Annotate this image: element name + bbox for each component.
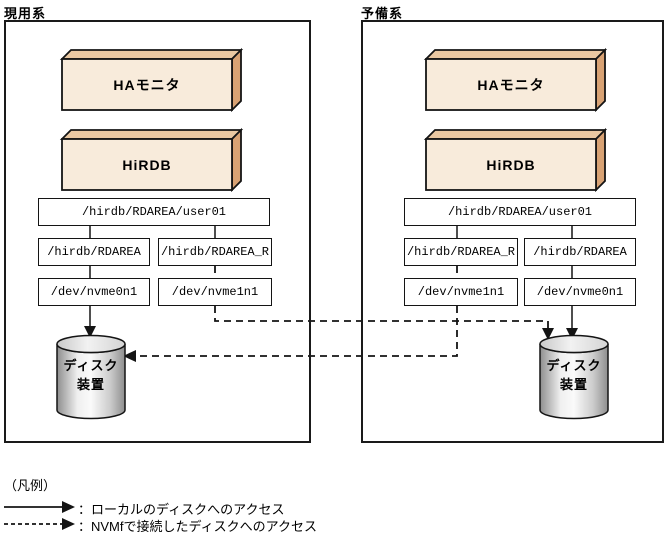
device-box-standby-remote: /dev/nvme1n1 [404,278,518,306]
arrow-nvmf-into-standby-disk [542,328,554,340]
nvmf-path-active-to-standby-disk [214,306,549,329]
solid-connectors-active [84,226,216,338]
disk-label-standby-line2: 装置 [559,377,588,392]
device-box-active-local: /dev/nvme0n1 [38,278,150,306]
arrow-local-standby [566,328,578,340]
legend-dashed-arrowhead [62,518,75,530]
ha-monitor-label-standby: HAモニタ [477,76,545,93]
ha-monitor-box-standby [423,47,608,113]
arrow-nvmf-into-active-disk [123,350,136,362]
ha-monitor-box-active [59,47,244,113]
legend-solid-line-sample [4,501,75,513]
link-box-active-remote: /hirdb/RDAREA_R [158,238,272,266]
disk-label-active: ディスク 装置 [57,356,125,394]
hirdb-box-active [59,127,244,193]
disk-cylinder-standby [539,334,609,420]
rdarea-file-box-standby: /hirdb/RDAREA/user01 [404,198,636,226]
system-label-standby: 予備系 [361,6,404,21]
nvmf-connectors [123,266,554,362]
disk-label-standby: ディスク 装置 [540,356,608,394]
system-frame-standby [361,20,664,443]
legend-solid-arrowhead [62,501,75,513]
hirdb-box-standby [423,127,608,193]
disk-cylinder-active [56,334,126,420]
arrow-local-active [84,326,96,338]
system-frame-active [4,20,311,443]
legend-title: （凡例） [4,478,57,493]
rdarea-file-box-active: /hirdb/RDAREA/user01 [38,198,270,226]
legend-dashed-line-sample [4,518,75,530]
link-box-active-local: /hirdb/RDAREA [38,238,150,266]
device-box-standby-local: /dev/nvme0n1 [524,278,636,306]
disk-label-standby-line1: ディスク [546,358,602,373]
disk-label-active-line1: ディスク [63,358,119,373]
hirdb-label-active: HiRDB [122,156,172,173]
nvmf-path-standby-to-active-disk [136,306,458,357]
disk-label-active-line2: 装置 [76,377,105,392]
ha-monitor-label-active: HAモニタ [113,76,181,93]
legend-item-local-disk-access: ：ローカルのディスクへのアクセス [78,502,285,517]
hirdb-label-standby: HiRDB [486,156,536,173]
system-label-active: 現用系 [4,6,47,21]
device-box-active-remote: /dev/nvme1n1 [158,278,272,306]
link-box-standby-remote: /hirdb/RDAREA_R [404,238,518,266]
link-box-standby-local: /hirdb/RDAREA [524,238,636,266]
legend-item-nvmf-disk-access: ：NVMfで接続したディスクへのアクセス [78,519,317,534]
solid-connectors-standby [456,226,578,340]
